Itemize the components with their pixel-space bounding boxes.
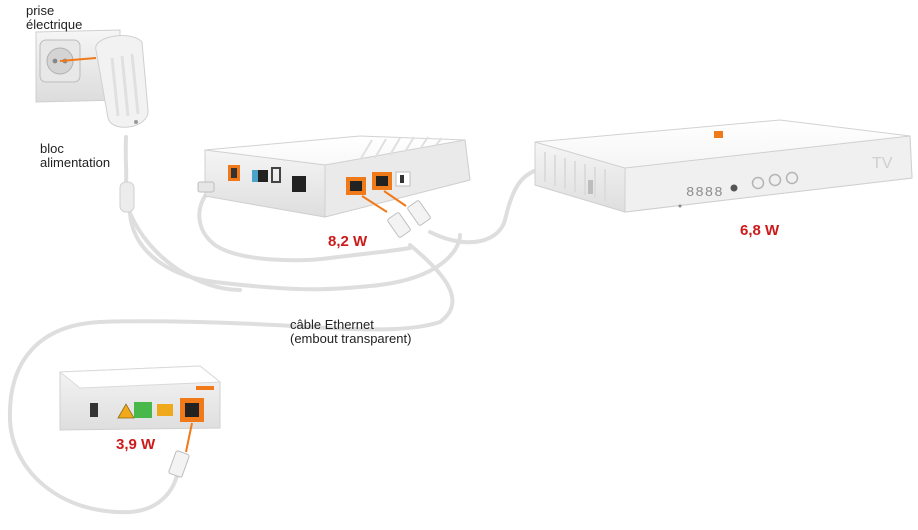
power-cable — [123, 135, 462, 292]
power-adapter — [95, 35, 149, 213]
tv-box-power: 6,8 W — [740, 222, 780, 239]
ont-ethernet-plug — [168, 450, 190, 478]
ethernet-cable-label: câble Ethernet (embout transparent) — [290, 318, 411, 346]
outlet-label: prise électrique — [26, 4, 82, 32]
outlet-label-line2: électrique — [26, 17, 83, 32]
dc-plug — [197, 181, 215, 193]
router-port-pointer-2 — [383, 190, 407, 207]
ont-port-pointer — [185, 422, 193, 453]
tv-box-device — [534, 119, 913, 213]
ethernet-cable-label-line2: (embout transparent) — [290, 331, 412, 346]
adapter-label-line1: bloc — [40, 141, 64, 156]
tv-box-logo: TV — [872, 155, 893, 172]
adapter-label-line2: alimentation — [40, 155, 111, 170]
outlet-label-line1: prise — [26, 3, 55, 18]
router-device — [204, 135, 471, 218]
ethernet-cable-label-line1: câble Ethernet — [290, 317, 374, 332]
router-power: 8,2 W — [328, 233, 368, 250]
ethernet-cable-ont — [7, 243, 455, 515]
dc-plug-cable — [197, 188, 412, 263]
ont-power: 3,9 W — [116, 436, 156, 453]
ont-device — [58, 365, 222, 431]
router-port-pointer-1 — [361, 195, 388, 213]
ethernet-plug — [387, 200, 431, 238]
adapter-label: bloc alimentation — [40, 142, 110, 170]
tv-box-display: 8888 — [686, 185, 724, 201]
ethernet-cable-tv — [428, 166, 547, 245]
outlet-pointer — [59, 57, 97, 62]
